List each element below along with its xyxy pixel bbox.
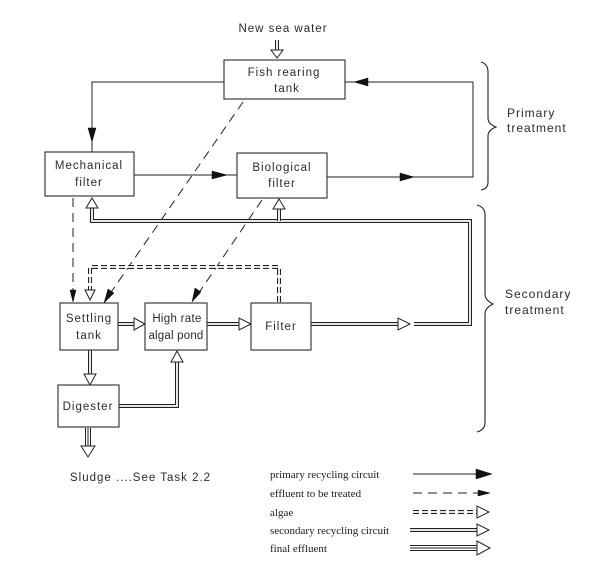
legend-label: final effluent — [270, 543, 327, 555]
legend-arrowhead — [476, 540, 492, 556]
primary-treatment-label-1: Primary — [507, 106, 555, 120]
legend-arrowhead — [476, 505, 491, 519]
legend-label: effluent to be treated — [270, 488, 362, 500]
algal-pond-box: High rate algal pond — [144, 302, 208, 351]
primary-treatment-brace — [480, 61, 498, 191]
legend-arrowhead — [476, 523, 491, 537]
legend-item-final: final effluent — [270, 540, 492, 556]
legend-label: secondary recycling circuit — [270, 525, 389, 537]
algal-pond-label-2: algal pond — [148, 330, 203, 342]
fish-tank-label-1: Fish rearing — [248, 67, 321, 79]
fish-tank-label-2: tank — [274, 83, 300, 95]
legend-label: algae — [270, 507, 293, 519]
primary-treatment-label-2: treatment — [507, 121, 567, 135]
new-sea-water-label: New sea water — [238, 23, 327, 35]
fish-rearing-tank-box: Fish rearing tank — [223, 59, 346, 100]
secondary-settling-to-digester — [83, 350, 97, 387]
legend-item-secondary: secondary recycling circuit — [270, 523, 491, 537]
legend-label: primary recycling circuit — [270, 469, 379, 481]
legend-item-primary: primary recycling circuit — [270, 468, 493, 481]
secondary-settling-to-algal — [118, 317, 147, 331]
secondary-recycle-to-filters — [85, 197, 472, 326]
filter-label: Filter — [265, 321, 297, 333]
biological-filter-box: Biological filter — [236, 152, 328, 199]
biological-filter-label-2: filter — [268, 178, 296, 190]
secondary-filter-out — [311, 317, 412, 331]
secondary-digester-to-algal — [119, 349, 184, 408]
filter-box: Filter — [250, 302, 312, 351]
legend: primary recycling circuit effluent to be… — [270, 468, 493, 556]
mechanical-filter-label-2: filter — [75, 177, 103, 189]
legend-arrowhead — [477, 489, 491, 497]
algae-filter-to-settling — [84, 265, 281, 302]
primary-flow-fish-to-mechanical — [87, 81, 224, 152]
algal-pond-label-1: High rate — [152, 313, 201, 325]
settling-tank-label-1: Settling — [66, 313, 112, 325]
sludge-note: Sludge ....See Task 2.2 — [70, 472, 211, 484]
primary-flow-biological-to-fish — [327, 77, 474, 182]
secondary-treatment-label-2: treatment — [505, 303, 565, 317]
settling-tank-label-2: tank — [76, 330, 102, 342]
secondary-treatment-label-1: Secondary — [505, 287, 571, 301]
new-sea-water-arrow — [270, 40, 284, 59]
secondary-treatment-brace — [476, 204, 495, 433]
legend-item-algae: algae — [270, 505, 491, 519]
settling-tank-box: Settling tank — [59, 302, 119, 351]
mechanical-filter-box: Mechanical filter — [44, 151, 135, 197]
primary-flow-mechanical-to-biological — [134, 170, 237, 180]
mechanical-filter-label-1: Mechanical — [55, 160, 123, 172]
digester-label: Digester — [63, 401, 114, 413]
legend-item-effluent: effluent to be treated — [270, 488, 491, 500]
secondary-algal-to-filter — [207, 317, 253, 331]
effluent-mechanical-to-settling — [69, 198, 77, 303]
effluent-fish-to-settling — [103, 101, 244, 304]
final-effluent-sludge-arrow — [80, 428, 96, 458]
biological-filter-label-1: Biological — [252, 162, 311, 174]
legend-arrowhead — [475, 468, 493, 480]
digester-box: Digester — [57, 384, 120, 428]
effluent-biological-to-algal-pond — [191, 199, 263, 303]
